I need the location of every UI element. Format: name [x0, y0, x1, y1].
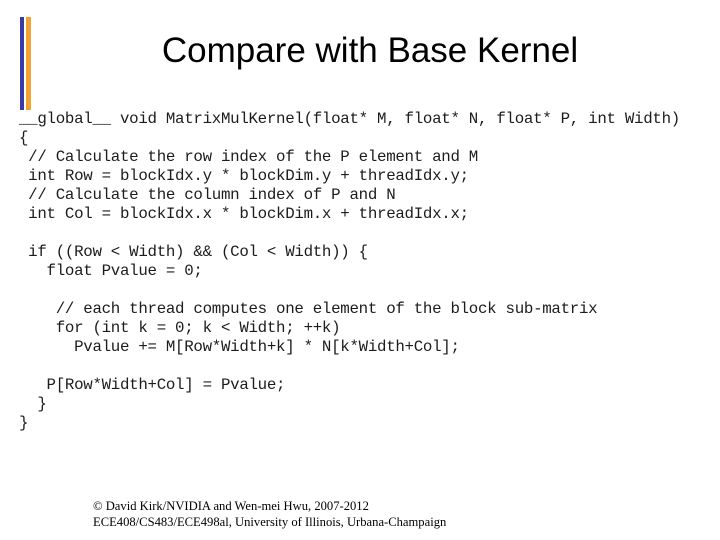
accent-bar-blue: [19, 17, 24, 110]
slide-footer: © David Kirk/NVIDIA and Wen-mei Hwu, 200…: [93, 498, 446, 530]
accent-bar-orange: [26, 17, 31, 110]
footer-copyright-line: © David Kirk/NVIDIA and Wen-mei Hwu, 200…: [93, 499, 369, 513]
matrixmul-kernel-code-block: __global__ void MatrixMulKernel(float* M…: [19, 110, 680, 432]
footer-course-line: ECE408/CS483/ECE498al, University of Ill…: [93, 515, 447, 529]
slide-title: Compare with Base Kernel: [161, 31, 579, 70]
